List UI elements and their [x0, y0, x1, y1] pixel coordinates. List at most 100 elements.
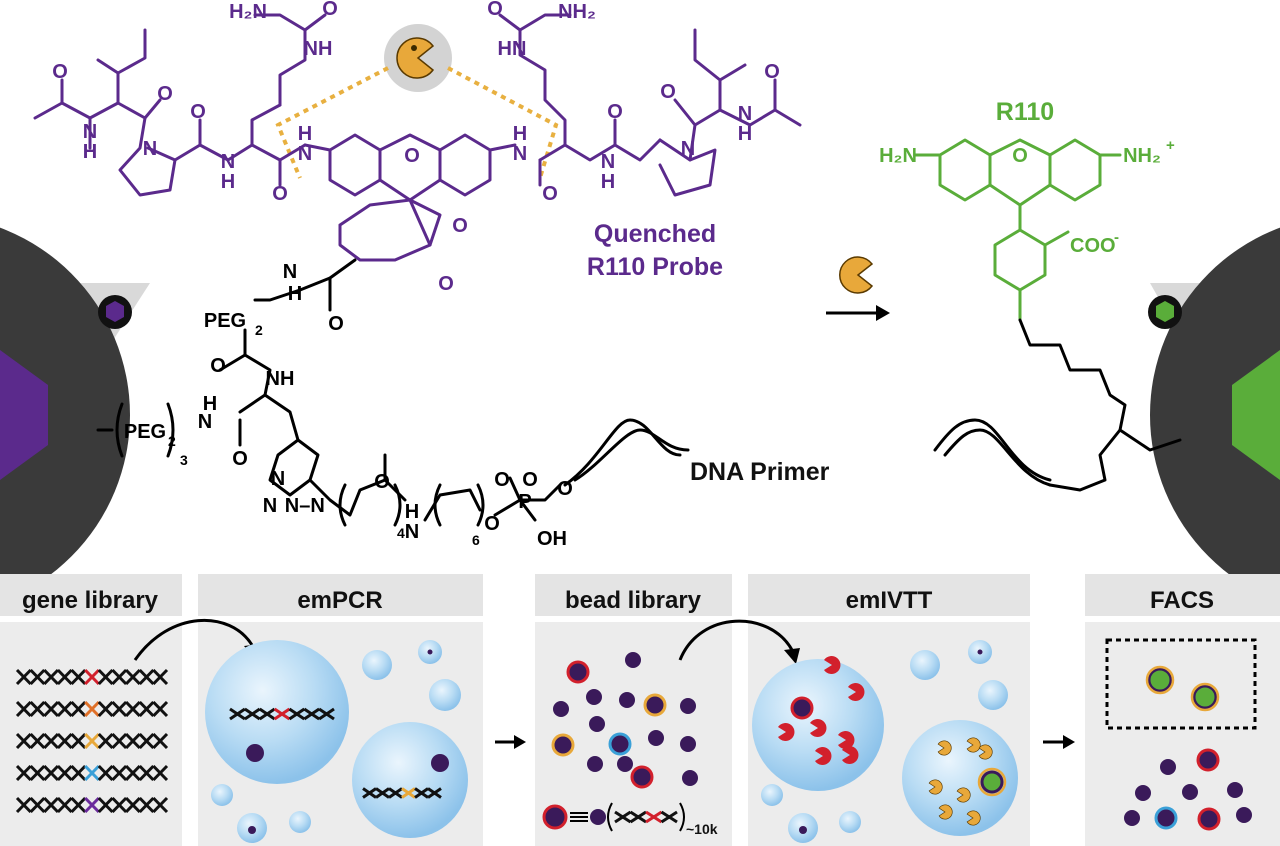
bead [630, 765, 654, 789]
svg-text:O: O [484, 513, 500, 535]
svg-text:N: N [405, 521, 419, 543]
bead [608, 732, 632, 756]
dna-strand [15, 668, 169, 686]
bead [1124, 810, 1140, 826]
svg-text:O: O [1012, 145, 1028, 167]
bead [553, 701, 569, 717]
right-bead [1148, 227, 1280, 603]
svg-text:2: 2 [168, 433, 176, 449]
bead [625, 652, 641, 668]
svg-text:6: 6 [472, 532, 480, 548]
bead [587, 756, 603, 772]
bead [551, 733, 575, 757]
svg-text:OH: OH [537, 528, 567, 550]
svg-text:O: O [210, 355, 226, 377]
dna-strand [15, 700, 169, 718]
gene-library-strands [15, 668, 169, 814]
probe-label-line1: Quenched [594, 220, 716, 248]
facs-sort-gate [1105, 638, 1257, 730]
bead [617, 756, 633, 772]
right-nh2-label: NH₂ [558, 1, 596, 23]
svg-text:–N: –N [299, 495, 325, 517]
svg-text:O: O [190, 101, 206, 123]
bead [566, 660, 590, 684]
dna-strand [15, 732, 169, 750]
svg-text:H: H [513, 123, 527, 145]
bead [1182, 784, 1198, 800]
svg-text:4: 4 [397, 525, 405, 541]
svg-text:NH: NH [266, 368, 295, 390]
dna-helix-product [933, 418, 1052, 487]
svg-text:O: O [328, 313, 344, 335]
svg-text:O: O [52, 61, 68, 83]
svg-text:N: N [285, 495, 299, 517]
svg-text:O: O [232, 448, 248, 470]
svg-text:H: H [288, 283, 302, 305]
step-arrow [1043, 735, 1075, 749]
svg-text:H: H [83, 141, 97, 163]
svg-text:-: - [1114, 229, 1119, 246]
bead [589, 716, 605, 732]
svg-text:NH₂: NH₂ [1123, 145, 1161, 167]
svg-text:O: O [404, 145, 420, 167]
svg-text:PEG: PEG [124, 421, 166, 443]
probe-label-line2: R110 Probe [587, 253, 723, 281]
svg-text:H: H [738, 123, 752, 145]
svg-text:N: N [271, 468, 285, 490]
r110-structure: O H₂N NH₂ + COO - [879, 137, 1175, 322]
svg-text:O: O [438, 273, 454, 295]
svg-text:N: N [513, 143, 527, 165]
step-empcr: emPCR [297, 587, 382, 614]
step-facs: FACS [1150, 587, 1214, 614]
svg-text:N: N [143, 138, 157, 160]
facs-unsorted-beads [1124, 748, 1252, 831]
step-emivtt: emIVTT [846, 587, 933, 614]
svg-text:3: 3 [180, 452, 188, 468]
reaction-arrow [826, 256, 890, 321]
bead [648, 730, 664, 746]
dna-strand [15, 796, 169, 814]
svg-text:N: N [221, 151, 235, 173]
svg-text:O: O [494, 469, 510, 491]
bead [1227, 782, 1243, 798]
bead [680, 736, 696, 752]
svg-text:H: H [221, 171, 235, 193]
bead [1154, 806, 1178, 830]
svg-text:N: N [198, 411, 212, 433]
svg-text:COO: COO [1070, 235, 1116, 257]
svg-text:NH: NH [304, 38, 333, 60]
svg-text:+: + [1166, 137, 1175, 154]
empcr-dna-strand [362, 787, 442, 799]
bead [1135, 785, 1151, 801]
left-bead [0, 227, 150, 603]
svg-text:HN: HN [498, 38, 527, 60]
enzyme-icon [275, 24, 559, 179]
svg-text:PEG: PEG [204, 310, 246, 332]
svg-text:H: H [203, 393, 217, 415]
dna-primer-label: DNA Primer [690, 458, 830, 486]
svg-text:P: P [518, 491, 531, 513]
quenched-probe-structure: O N H O N O N H O N H O NH O O O N H O O… [33, 0, 802, 295]
svg-text:N: N [298, 143, 312, 165]
svg-text:O: O [487, 0, 503, 20]
svg-text:H: H [601, 171, 615, 193]
svg-text:O: O [764, 61, 780, 83]
bead [643, 693, 667, 717]
left-nh2-label: H₂N [229, 1, 267, 23]
svg-text:N: N [681, 138, 695, 160]
bead [680, 698, 696, 714]
svg-text:H: H [298, 123, 312, 145]
bead [1160, 759, 1176, 775]
step-bead-library: bead library [565, 587, 702, 614]
dna-primer-helix [563, 418, 690, 487]
dna-strand [15, 764, 169, 782]
svg-text:2: 2 [255, 322, 263, 338]
bead [1236, 807, 1252, 823]
empcr-dna-strand [229, 707, 335, 721]
svg-text:O: O [542, 183, 558, 205]
linker-structure: N H O PEG 2 O NH H N PEG 2 3 O N N N –N … [96, 258, 573, 550]
svg-text:O: O [272, 183, 288, 205]
svg-text:N: N [738, 103, 752, 125]
bead [682, 770, 698, 786]
